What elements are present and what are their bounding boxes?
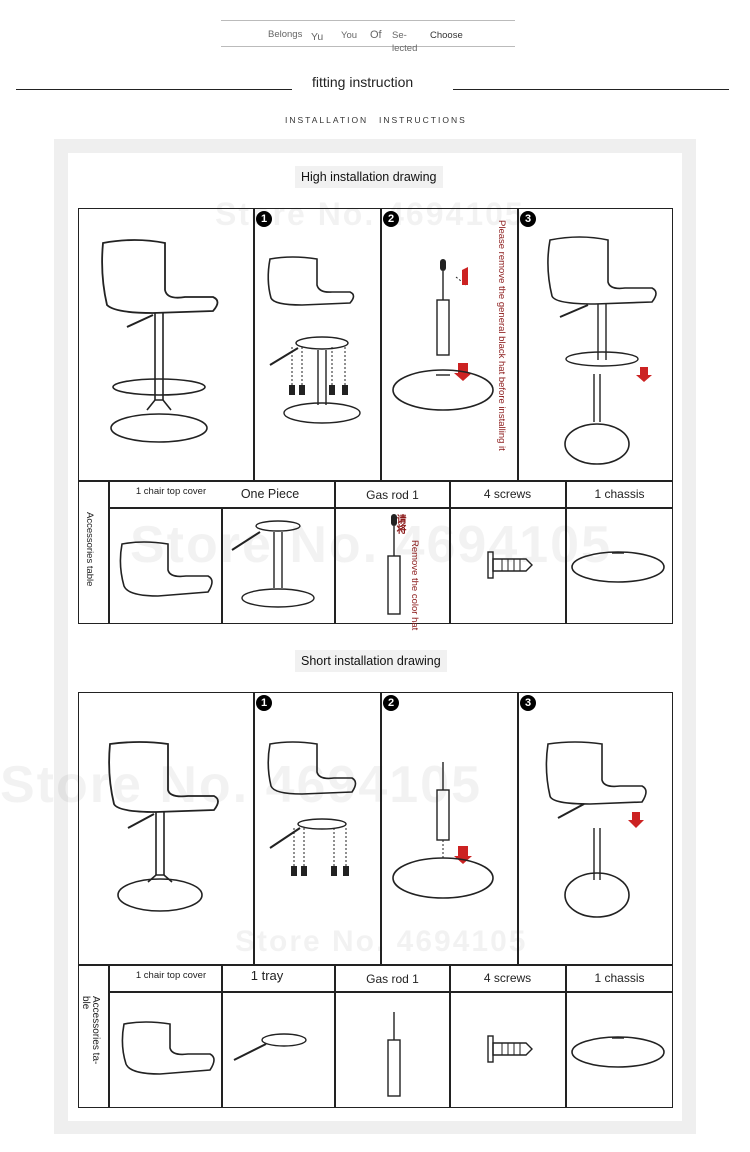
grid-divider xyxy=(380,208,382,481)
grid-divider xyxy=(253,208,255,481)
high-chair-cover-part xyxy=(118,540,218,608)
short-gas-rod-part xyxy=(384,1012,404,1102)
step-2-badge: 2 xyxy=(383,211,399,227)
page-subtitle-instructions: INSTRUCTIONS xyxy=(379,115,467,125)
grid-divider xyxy=(449,480,451,624)
grid-divider xyxy=(221,964,223,1108)
grid-divider xyxy=(517,208,519,481)
grid-divider xyxy=(108,964,110,1108)
grid-divider xyxy=(517,692,519,965)
grid-divider xyxy=(78,480,673,482)
grid-divider xyxy=(380,692,382,965)
nav-item-choose[interactable]: Choose xyxy=(430,30,463,41)
high-gas-rod-part xyxy=(384,514,404,619)
short-item-label-screws: 4 screws xyxy=(451,971,564,985)
grid-divider xyxy=(253,692,255,965)
high-step-1-illustration xyxy=(262,255,372,430)
short-step-1-illustration xyxy=(262,740,372,885)
step-1-badge: 1 xyxy=(256,211,272,227)
nav-item-of[interactable]: Of xyxy=(370,29,382,41)
nav-item-belongs[interactable]: Belongs xyxy=(268,29,302,40)
grid-divider xyxy=(78,964,673,966)
title-rule-right xyxy=(453,89,729,90)
step-3-badge: 3 xyxy=(520,695,536,711)
step-3-badge: 3 xyxy=(520,211,536,227)
high-assembled-chair-illustration xyxy=(95,235,235,450)
short-tray-part xyxy=(232,1030,312,1066)
high-rod-note: Remove the color hat xyxy=(409,540,420,648)
short-item-label-chassis: 1 chassis xyxy=(567,971,672,985)
high-tray-part xyxy=(228,518,318,613)
nav-item-you[interactable]: You xyxy=(341,30,357,41)
high-screw-part xyxy=(488,552,534,578)
high-accessories-label: Accessories table xyxy=(84,512,95,617)
page-title: fitting instruction xyxy=(306,74,419,90)
short-item-label-tray: 1 tray xyxy=(226,968,308,983)
short-screw-part xyxy=(488,1036,534,1062)
short-item-label-rod: Gas rod 1 xyxy=(336,972,449,986)
short-step-3-illustration xyxy=(540,740,670,920)
step-1-badge: 1 xyxy=(256,695,272,711)
grid-divider xyxy=(108,991,673,993)
grid-divider xyxy=(449,964,451,1108)
short-section-title: Short installation drawing xyxy=(295,650,447,672)
grid-divider xyxy=(221,507,223,624)
high-item-label-tray: One Piece xyxy=(226,487,314,501)
nav-item-selected[interactable]: Se- lected xyxy=(392,29,417,55)
high-step-2-illustration xyxy=(388,255,493,415)
high-section-title: High installation drawing xyxy=(295,166,443,188)
short-chair-cover-part xyxy=(120,1020,220,1082)
header-rule-top xyxy=(221,20,515,21)
grid-divider xyxy=(108,480,110,624)
short-assembled-chair-illustration xyxy=(100,740,240,920)
grid-divider xyxy=(108,507,673,509)
short-chassis-part xyxy=(570,1028,666,1070)
grid-divider xyxy=(565,964,567,1108)
short-item-label-cover: 1 chair top cover xyxy=(112,970,230,981)
short-accessories-label: Accessories ta- ble xyxy=(80,996,100,1066)
header-rule-bottom xyxy=(221,46,515,47)
high-item-label-chassis: 1 chassis xyxy=(567,487,672,501)
title-rule-left xyxy=(16,89,292,90)
short-step-2-illustration xyxy=(388,760,493,905)
high-chassis-part xyxy=(570,545,666,585)
step-2-badge: 2 xyxy=(383,695,399,711)
high-item-label-cover: 1 chair top cover xyxy=(112,486,230,497)
high-item-label-rod: Gas rod 1 xyxy=(336,488,449,502)
nav-item-yu[interactable]: Yu xyxy=(311,31,323,43)
grid-divider xyxy=(565,480,567,624)
high-item-label-screws: 4 screws xyxy=(451,487,564,501)
page-subtitle-installation: INSTALLATION xyxy=(285,115,368,125)
high-step-3-illustration xyxy=(540,232,670,467)
high-step-2-note: Please remove the general black hat befo… xyxy=(496,220,507,475)
